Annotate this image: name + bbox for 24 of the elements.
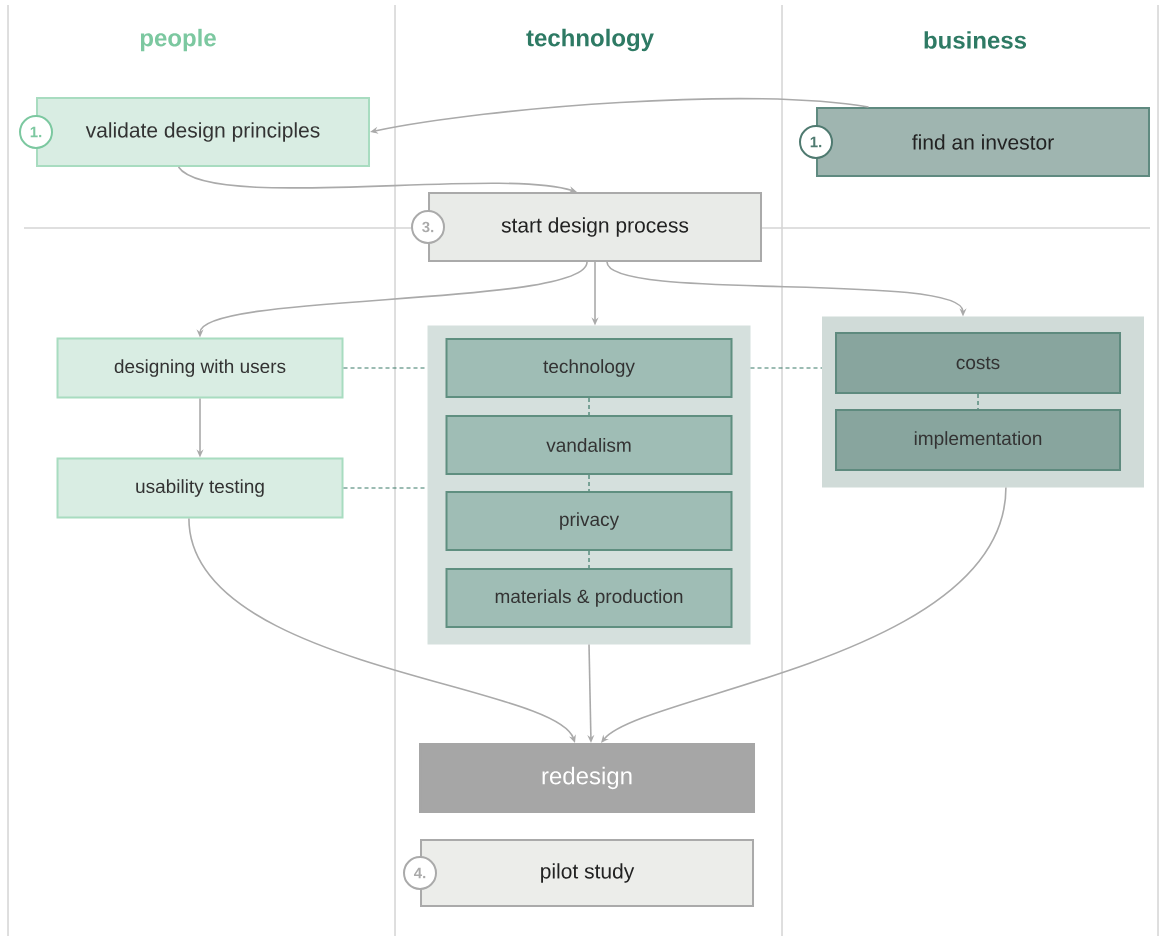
arrow bbox=[177, 166, 577, 193]
dashed-connector bbox=[588, 474, 590, 492]
column-heading: technology bbox=[526, 28, 654, 52]
column-heading: business bbox=[924, 31, 1027, 49]
process-box: redesign bbox=[419, 743, 755, 813]
process-box: usability testing bbox=[56, 457, 344, 519]
column-heading: people bbox=[140, 28, 216, 52]
arrow bbox=[601, 486, 1007, 743]
process-box: privacy bbox=[445, 491, 733, 551]
step-badge: 3. bbox=[411, 210, 445, 244]
step-badge: 1. bbox=[19, 115, 53, 149]
step-badge: 4. bbox=[403, 856, 437, 890]
process-box: technology bbox=[445, 338, 733, 398]
dashed-connector bbox=[749, 367, 823, 369]
dashed-connector bbox=[588, 550, 590, 569]
arrow bbox=[188, 517, 576, 743]
process-box: implementation bbox=[835, 409, 1121, 471]
step-badge: 1. bbox=[799, 125, 833, 159]
process-box: designing with users bbox=[56, 337, 344, 399]
process-box: vandalism bbox=[445, 415, 733, 475]
dashed-connector bbox=[588, 397, 590, 416]
process-box: costs bbox=[835, 332, 1121, 394]
dashed-connector bbox=[977, 393, 979, 410]
process-box: materials & production bbox=[445, 568, 733, 628]
